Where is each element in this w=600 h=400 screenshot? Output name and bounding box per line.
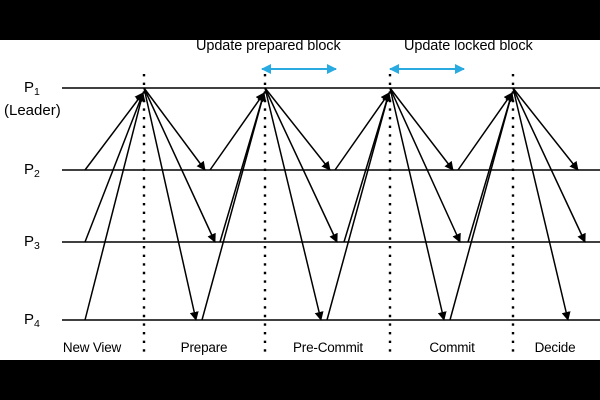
process-label-p4: P4: [24, 311, 40, 330]
process-label-p1: P1: [24, 79, 40, 98]
round-pre-commit-incoming-p2: [334, 92, 390, 171]
phase-label-commit: Commit: [429, 340, 475, 355]
annotation-update-prepared-block: Update prepared block: [196, 38, 341, 54]
phase-label-prepare: Prepare: [180, 340, 228, 355]
process-label-p1-text: P: [24, 79, 35, 96]
round-prepare-incoming-p2: [209, 92, 265, 171]
round-pre-commit-outgoing-p4: [389, 87, 447, 321]
round-new-view-outgoing-p2: [143, 87, 206, 171]
round-prepare-outgoing-p2: [264, 87, 331, 171]
process-timelines: [62, 87, 600, 321]
round-new-view-incoming-p2: [84, 92, 144, 171]
round-new-view-incoming-p3: [84, 92, 145, 243]
round-prepare-incoming-p4: [201, 92, 267, 321]
annotation-update-locked-block: Update locked block: [404, 38, 533, 54]
process-label-p1-sub: 1: [34, 86, 40, 98]
process-label-p2-sub: 2: [34, 168, 40, 180]
message-arrows: [84, 87, 586, 321]
round-commit-outgoing-p4: [512, 87, 571, 321]
process-label-p2: P2: [24, 161, 40, 180]
process-label-p3: P3: [24, 233, 40, 252]
round-new-view-outgoing-p4: [143, 87, 199, 321]
round-prepare-outgoing-p4: [264, 87, 324, 321]
round-commit-incoming-p4: [449, 92, 515, 321]
phase-label-decide: Decide: [534, 340, 576, 355]
phase-divider-lines: [142, 74, 515, 352]
round-prepare-outgoing-p3: [264, 87, 338, 243]
process-label-p2-text: P: [24, 161, 35, 178]
round-new-view-incoming-p4: [84, 92, 146, 321]
round-pre-commit-outgoing-p2: [389, 87, 454, 171]
process-label-p4-sub: 4: [34, 318, 40, 330]
diagram-plate: [0, 40, 600, 360]
round-commit-outgoing-p3: [512, 87, 586, 243]
round-pre-commit-incoming-p4: [326, 92, 392, 321]
round-commit-outgoing-p2: [512, 87, 579, 171]
phase-label-pre-commit: Pre-Commit: [292, 340, 363, 355]
round-pre-commit-outgoing-p3: [389, 87, 461, 243]
phase-label-new-view: New View: [62, 340, 122, 355]
process-label-p4-text: P: [24, 311, 35, 328]
process-label-p3-text: P: [24, 233, 35, 250]
process-label-p3-sub: 3: [34, 240, 40, 252]
process-label-p1-leader-note: (Leader): [4, 102, 61, 119]
round-new-view-outgoing-p3: [143, 87, 216, 243]
round-commit-incoming-p2: [457, 92, 513, 171]
